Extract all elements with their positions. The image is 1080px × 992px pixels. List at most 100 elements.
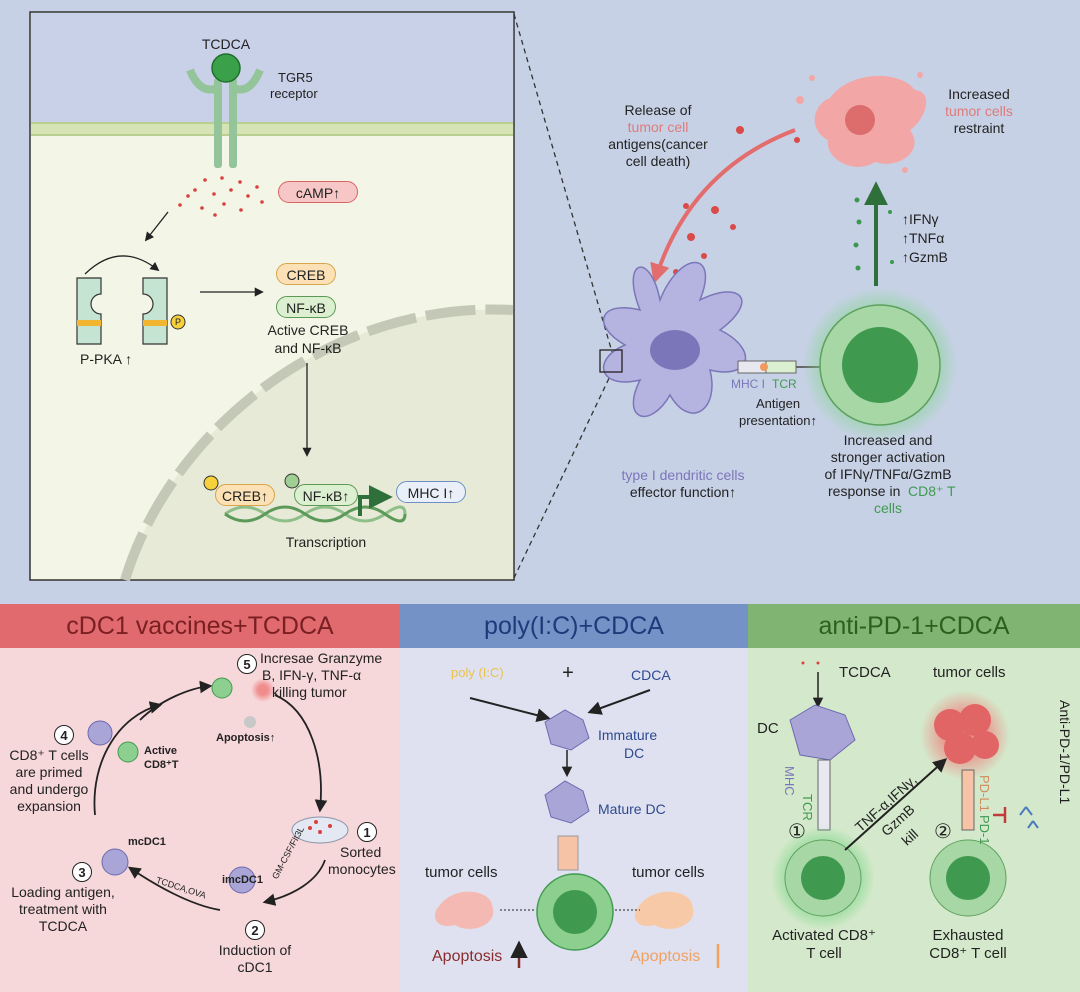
dc-p3-label: DC [757, 720, 779, 737]
cd8-tcell-top [802, 287, 958, 443]
step4-line1: CD8⁺ T cells [9, 747, 89, 763]
tumor-right-label: tumor cells [632, 864, 705, 881]
step1-line2: monocytes [328, 861, 396, 877]
step4-number: 4 [54, 725, 74, 745]
tcdca-label: TCDCA [201, 36, 251, 52]
dna-helix [224, 505, 407, 523]
resp-line1: Increased and [843, 432, 933, 448]
activated-line1: Activated CD8⁺ [772, 927, 876, 944]
mcdc1-label: mcDC1 [128, 836, 166, 848]
immature-line2: DC [624, 745, 645, 761]
camp-dots [178, 176, 264, 217]
tnfa-label: ↑TNFα [902, 230, 945, 246]
step4-line3: and undergo [9, 781, 89, 797]
step2-p3-number: ② [934, 821, 952, 843]
imcdc1-label: imcDC1 [222, 874, 263, 886]
step5-line1: Incresae Granzyme [260, 650, 383, 666]
nfkb-badge: NF-κB [276, 296, 336, 318]
panel2-title: poly(I:C)+CDCA [484, 612, 664, 640]
cdca-label: CDCA [631, 667, 671, 683]
resp-line3: of IFNγ/TNFα/GzmB [824, 466, 952, 482]
active-line2: CD8⁺T [144, 759, 179, 771]
anti-pd1-label: Anti-PD-1/PD-L1 [1057, 700, 1073, 805]
camp-badge: cAMP↑ [278, 181, 358, 203]
step1-line1: Sorted [340, 844, 382, 860]
tumor-p3-label: tumor cells [933, 664, 1006, 681]
increased-line2: tumor cells [945, 103, 1013, 119]
apoptosis-left-label: Apoptosis [432, 948, 503, 965]
step4-line2: are primed [15, 764, 83, 780]
step5-line3: killing tumor [272, 684, 347, 700]
panel3-title: anti-PD-1+CDCA [818, 612, 1010, 640]
resp-line4: response in [828, 483, 901, 499]
pka [76, 255, 186, 345]
antigen-line1: Antigen [755, 396, 801, 411]
step3-line1: Loading antigen, [11, 884, 115, 900]
dc-line1: type I dendritic cells [621, 467, 745, 483]
tumor-cluster-top [796, 72, 927, 173]
panel3-bg [748, 604, 1080, 992]
tcdca-p3-label: TCDCA [839, 664, 891, 681]
p-badge: P [174, 317, 181, 327]
apoptosis-label: Apoptosis↑ [216, 732, 276, 744]
active-line2: and NF-κB [274, 340, 342, 356]
panel1-title: cDC1 vaccines+TCDCA [66, 612, 334, 640]
increased-line1: Increased [948, 86, 1010, 102]
immature-line1: Immature [598, 727, 658, 743]
mhc-p3-label: MHC [782, 766, 797, 796]
cytokine-dots [853, 197, 894, 271]
step5-number: 5 [237, 654, 257, 674]
mhc-up-badge: MHC I↑ [396, 481, 466, 503]
panel1-bg [0, 604, 400, 992]
antigen-line2: presentation↑ [738, 413, 818, 428]
inset-box [29, 11, 515, 582]
step5-line2: B, IFN-γ, TNF-α [262, 667, 362, 683]
panel1-cells [87, 677, 275, 894]
plus-sign: + [562, 662, 574, 684]
nfkb-up-badge: NF-κB↑ [294, 484, 358, 506]
resp-line5: cells [873, 500, 902, 516]
tumor-left-label: tumor cells [425, 864, 498, 881]
dendritic-cell-top [599, 261, 747, 417]
step4-line4: expansion [17, 798, 81, 814]
step2-line2: cDC1 [237, 959, 273, 975]
increased-line3: restraint [953, 120, 1005, 136]
step3-number: 3 [72, 862, 92, 882]
active-line1: Active CREB [267, 322, 349, 338]
dc-line2: effector function↑ [629, 484, 737, 500]
step3-line3: TCDCA [38, 918, 88, 934]
tgr5-label: TGR5 [278, 70, 313, 85]
ifng-label: ↑IFNγ [902, 211, 939, 227]
tcr-p3-label: TCR [800, 794, 815, 821]
gzmb-label: ↑GzmB [902, 249, 948, 265]
resp-line2: stronger activation [830, 449, 946, 465]
tgr5-receptor [186, 53, 264, 168]
activated-line2: T cell [806, 945, 842, 962]
antigen-dots [673, 126, 800, 275]
receptor-label: receptor [270, 86, 318, 101]
pd1-label: PD-1 [977, 815, 992, 845]
apoptosis-right-label: Apoptosis [630, 948, 701, 965]
mature-dc-label: Mature DC [598, 801, 666, 817]
exhausted-line1: Exhausted [932, 927, 1004, 944]
mhc-label: MHC I [731, 377, 765, 391]
panel2-cells [435, 709, 720, 968]
ppka-label: P-PKA ↑ [80, 351, 133, 367]
exhausted-line2: CD8⁺ T cell [929, 945, 1007, 962]
transcription-label: Transcription [285, 534, 367, 550]
pdl1-label: PD-L1 [977, 775, 992, 812]
dish [291, 816, 349, 844]
step1-number: 1 [357, 822, 377, 842]
resp-line4-cd8: CD8⁺ T [908, 483, 956, 499]
release-line1: Release of [624, 102, 692, 118]
step3-line2: treatment with [19, 901, 107, 917]
step2-line1: Induction of [218, 942, 292, 958]
polyic-label: poly (I:C) [451, 665, 504, 680]
release-line4: cell death) [625, 153, 691, 169]
active-line1: Active [144, 745, 178, 757]
release-line3: antigens(cancer [608, 136, 708, 152]
step1-p3-number: ① [788, 821, 806, 843]
release-line2: tumor cell [627, 119, 689, 135]
